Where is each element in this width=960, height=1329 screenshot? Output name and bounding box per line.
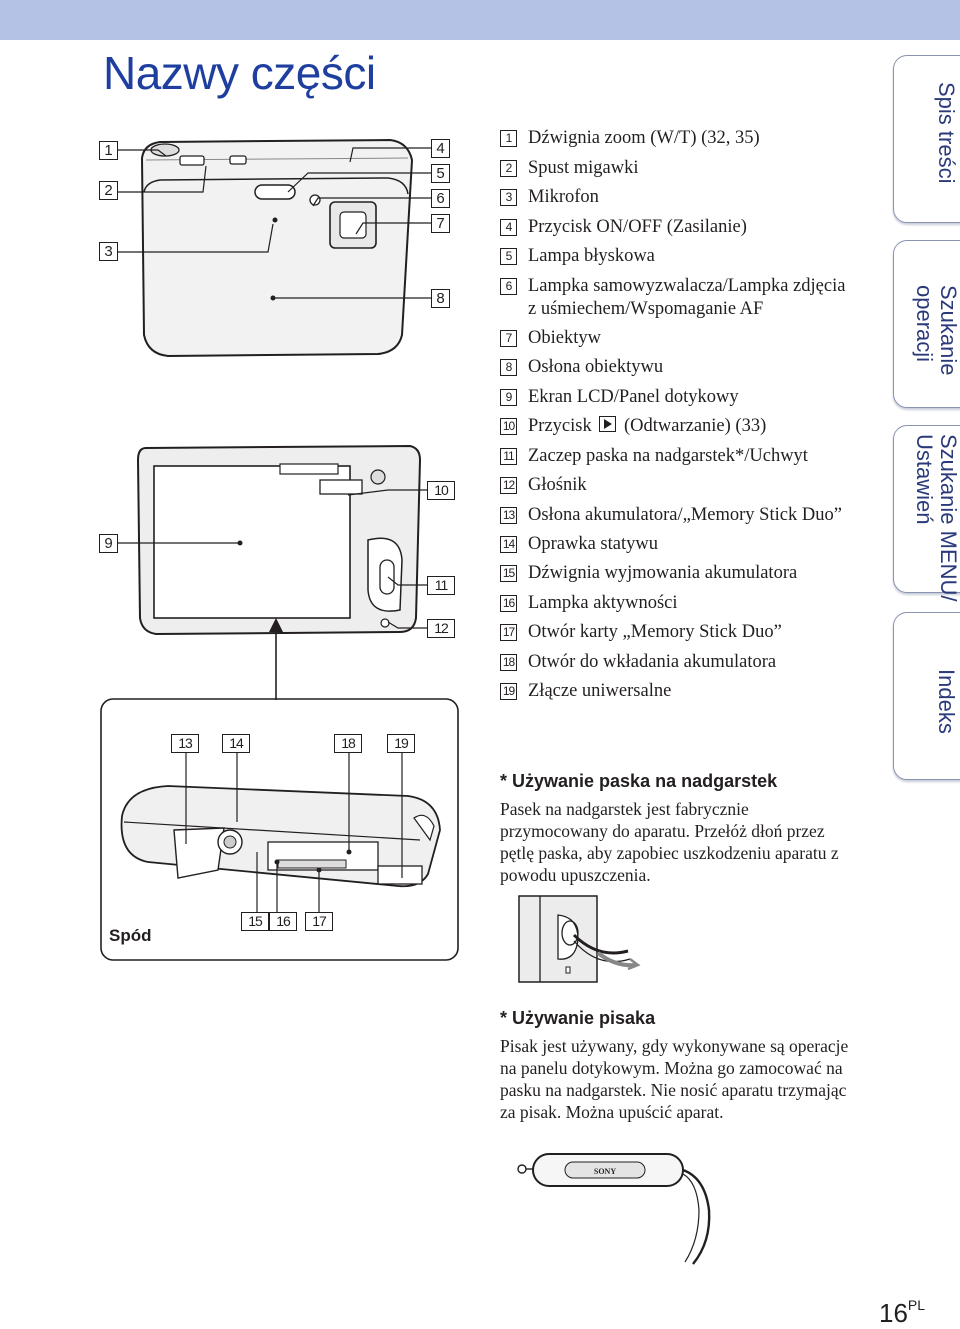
tab-index[interactable]: Indeks [893,612,960,780]
callout-8: 8 [431,289,450,308]
back-leader-lines [118,489,427,629]
callout-19: 19 [387,734,415,753]
page-title: Nazwy części [103,47,376,99]
strap-note-text: Pasek na nadgarstek jest fabrycznie przy… [500,799,839,885]
tab-menu-settings-search[interactable]: Szukanie MENU/ Ustawień [893,425,960,602]
callout-12: 12 [427,619,455,638]
callout-1: 1 [99,141,118,160]
play-icon [599,416,617,432]
callout-10: 10 [427,481,455,500]
page-number: 16PL [879,1297,926,1328]
wrist-strap-illustration [518,895,641,983]
callout-5: 5 [431,164,450,183]
callout-9: 9 [99,534,118,553]
callout-4: 4 [431,139,450,158]
stylus-note-heading: * Używanie pisaka [500,1008,656,1028]
callout-16: 16 [269,912,297,931]
callout-6: 6 [431,189,450,208]
callout-14: 14 [222,734,250,753]
callout-11: 11 [427,576,455,595]
callout-15: 15 [241,912,269,931]
camera-back-illustration [136,444,422,636]
stylus-illustration: SONY [517,1153,711,1265]
callout-17: 17 [305,912,333,931]
callout-18: 18 [334,734,362,753]
camera-bottom-illustration [120,785,441,888]
callout-7: 7 [431,214,450,233]
camera-front-illustration [140,138,414,358]
tab-operation-search[interactable]: Szukanie operacji [893,240,960,408]
bottom-view-frame [100,698,459,961]
stylus-brand-text: SONY [594,1167,616,1176]
tab-contents[interactable]: Spis treści [893,55,960,223]
callout-3: 3 [99,242,118,261]
top-bar [0,0,960,40]
bottom-view-label: Spód [109,926,152,945]
bottom-view-arrow [269,618,283,700]
callout-2: 2 [99,181,118,200]
stylus-note-text: Pisak jest używany, gdy wykonywane są op… [500,1036,849,1122]
front-leader-lines [118,147,431,301]
strap-note-heading: * Używanie paska na nadgarstek [500,771,778,791]
bottom-leader-lines [185,752,403,912]
callout-13: 13 [171,734,199,753]
